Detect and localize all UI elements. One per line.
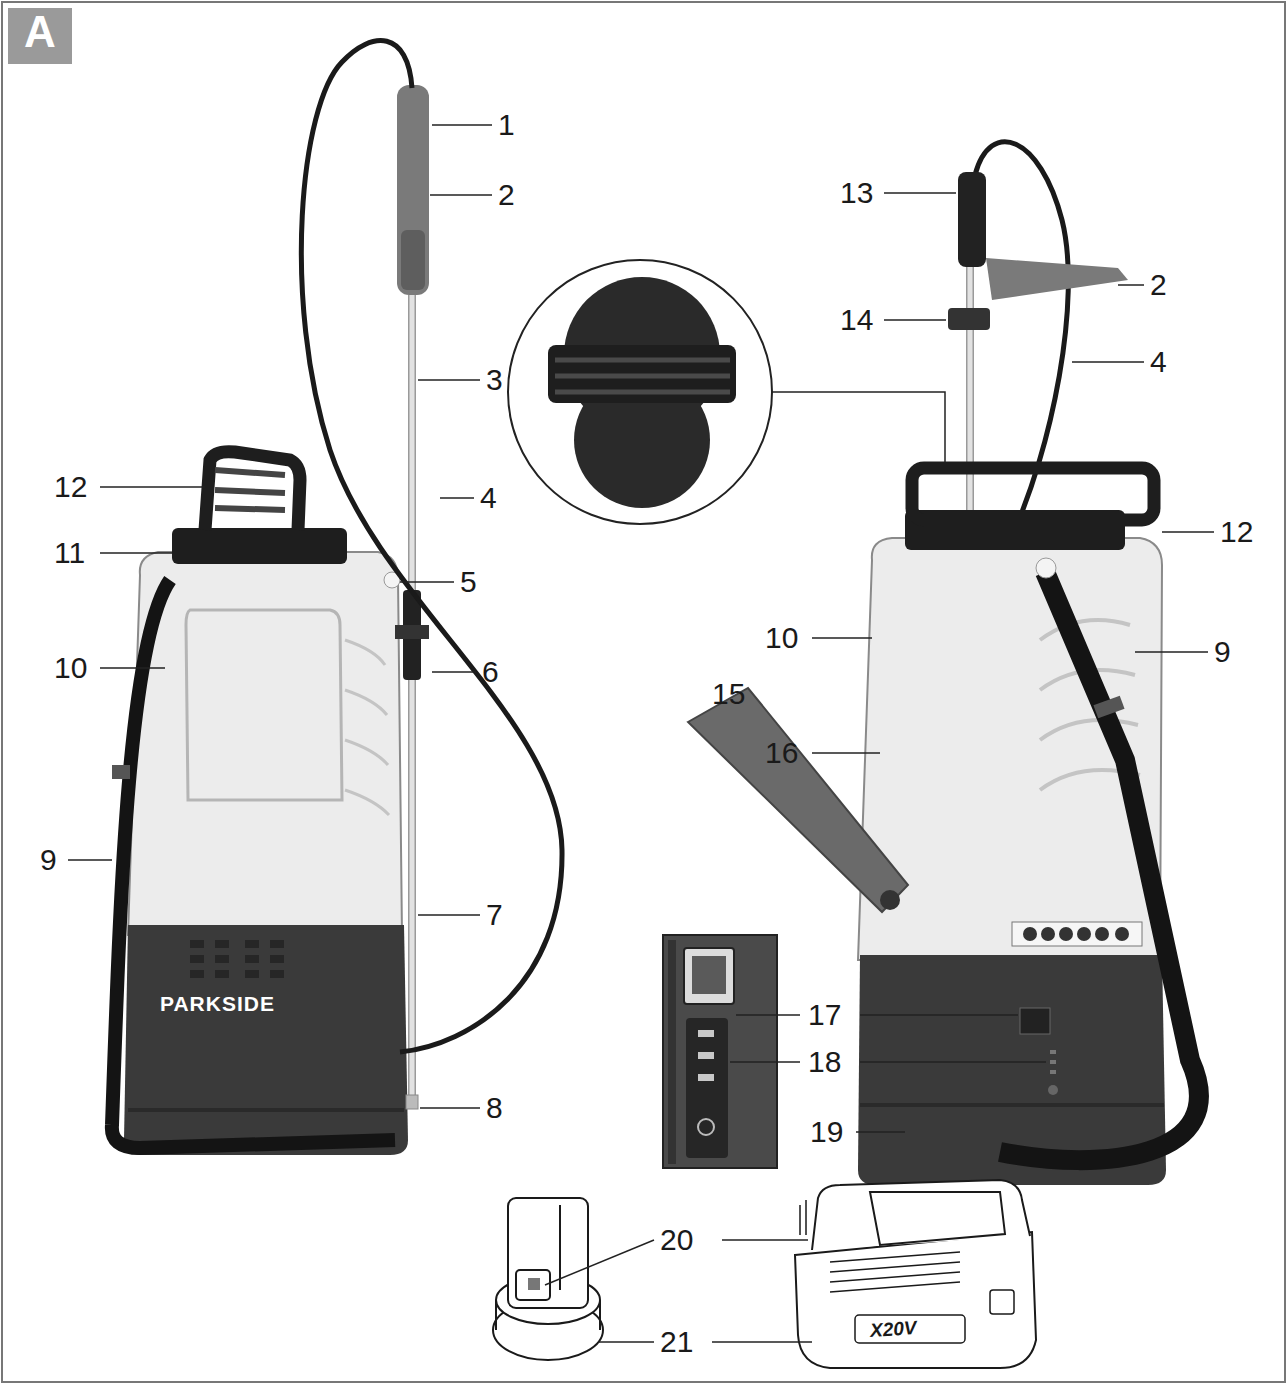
battery-charger [493, 1180, 1036, 1368]
callout-number: 20 [660, 1225, 693, 1255]
switch-inset [663, 935, 777, 1168]
callout-number: 4 [1150, 347, 1167, 377]
callout-number: 10 [54, 653, 87, 683]
battery-text: X20V [869, 1318, 917, 1340]
callout-number: 6 [482, 657, 499, 687]
callout-number: 4 [480, 483, 497, 513]
leader-lines [68, 125, 1214, 1342]
callout-number: 11 [54, 538, 85, 568]
callout-number: 13 [840, 178, 873, 208]
callout-number: 8 [486, 1093, 503, 1123]
callout-number: 17 [808, 1000, 841, 1030]
callout-number: 12 [1220, 517, 1253, 547]
callout-number: 19 [810, 1117, 843, 1147]
callout-number: 18 [808, 1047, 841, 1077]
callout-number: 21 [660, 1327, 693, 1357]
figure-tag-box [8, 8, 72, 64]
callout-number: 16 [765, 738, 798, 768]
callout-number: 10 [765, 623, 798, 653]
callout-number: 15 [712, 679, 745, 709]
callout-number: 1 [498, 110, 515, 140]
callout-number: 14 [840, 305, 873, 335]
callout-number: 2 [498, 180, 515, 210]
callout-number: 12 [54, 472, 87, 502]
callout-number: 3 [486, 365, 503, 395]
brand-text: PARKSIDE [160, 993, 275, 1014]
callout-number: 9 [1214, 637, 1231, 667]
cap-inset [508, 260, 945, 524]
callout-number: 7 [486, 900, 503, 930]
callout-number: 2 [1150, 270, 1167, 300]
figure-tag: A [8, 10, 72, 54]
callout-number: 9 [40, 845, 57, 875]
callout-number: 5 [460, 567, 477, 597]
left-sprayer [112, 41, 562, 1155]
